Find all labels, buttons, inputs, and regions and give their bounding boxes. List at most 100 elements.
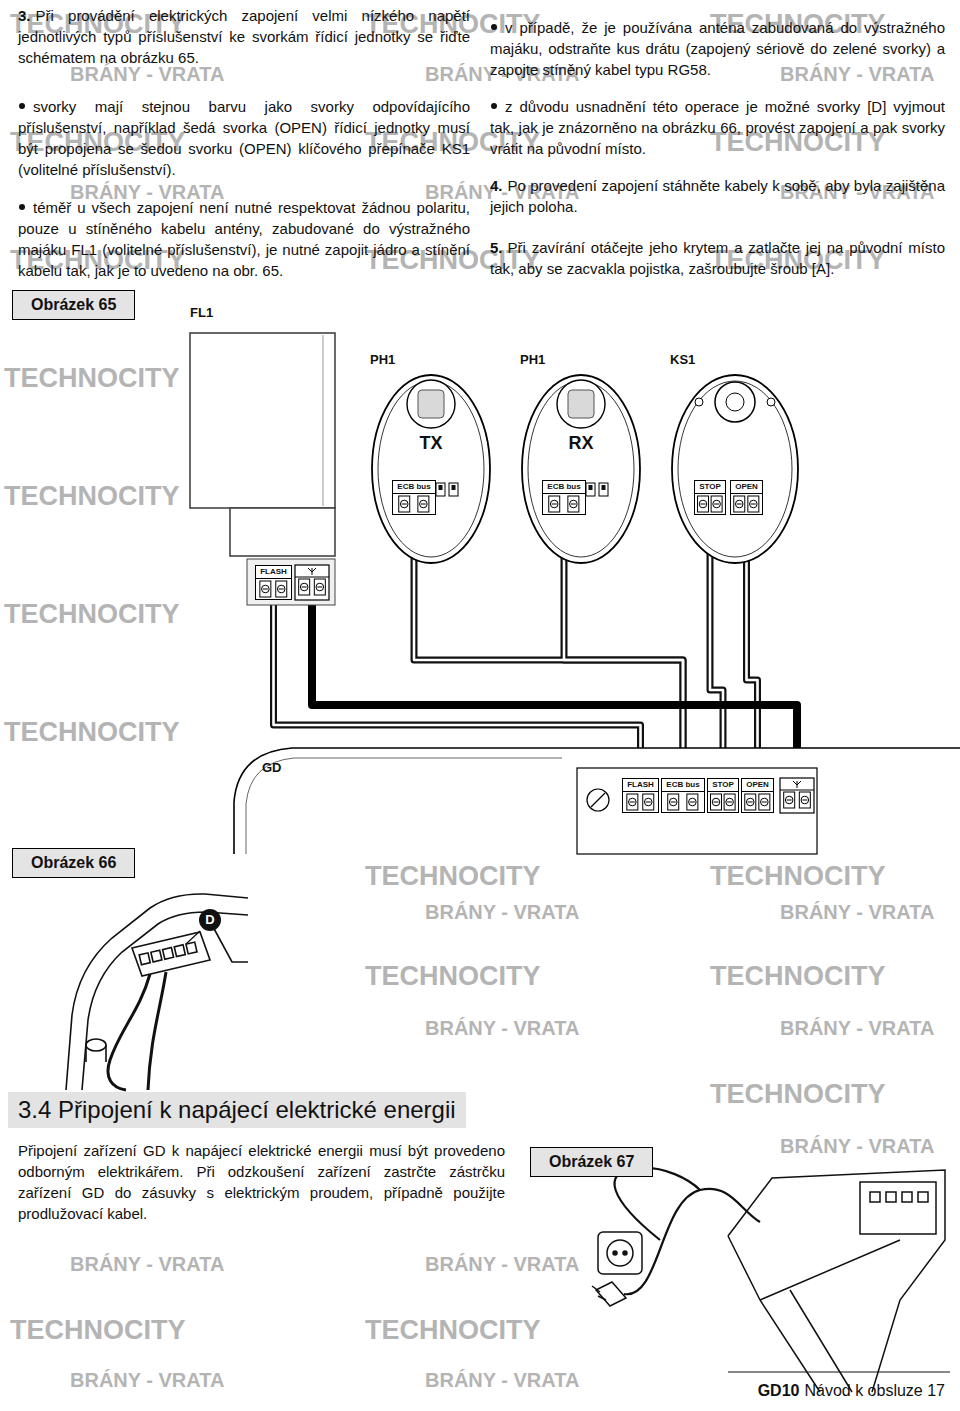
screw — [724, 794, 735, 810]
trimmer — [587, 789, 609, 811]
watermark: TECHNOCITY — [4, 480, 180, 512]
watermark: BRÁNY - VRATA — [425, 1016, 579, 1040]
cable — [148, 972, 166, 1090]
terminal-block: ECB bus — [542, 480, 586, 515]
fixing-hole — [767, 398, 775, 406]
antenna-symbol — [793, 781, 801, 785]
screw — [399, 496, 410, 512]
device-label: TX — [370, 432, 492, 454]
screw-slot — [263, 589, 268, 590]
body-text: Po provedení zapojení stáhněte kabely k … — [490, 177, 945, 215]
dip-lever — [602, 485, 606, 490]
control-unit: FLASHECB busSTOPOPENGD — [232, 742, 960, 854]
screw — [174, 945, 185, 957]
screw-head — [712, 798, 720, 806]
terminal-block: STOP — [707, 778, 739, 813]
lens — [557, 380, 605, 428]
screw-head — [801, 796, 809, 804]
screw-slot — [279, 589, 284, 590]
device-rim — [528, 381, 634, 557]
housing-edge — [323, 335, 324, 506]
screw — [687, 794, 698, 810]
screw — [668, 794, 679, 810]
screw — [568, 496, 579, 512]
fixing-hole — [695, 398, 703, 406]
device-label: GD — [262, 760, 282, 776]
footer-rule — [728, 1372, 950, 1373]
housing-inner-edge — [246, 758, 562, 854]
screw — [186, 942, 197, 954]
power-sketch — [592, 1168, 945, 1392]
watermark: BRÁNY - VRATA — [70, 1252, 224, 1276]
lens-window — [568, 390, 594, 418]
watermark: TECHNOCITY — [365, 860, 541, 892]
screw-head — [550, 500, 558, 508]
screw-slot — [748, 802, 753, 803]
screw — [784, 792, 795, 808]
screw-slot — [630, 802, 635, 803]
caption-text: Obrázek 67 — [549, 1152, 634, 1172]
screw-head — [669, 798, 677, 806]
terminal-screws — [393, 494, 435, 514]
screw-slot — [571, 504, 576, 505]
screw-slot — [402, 504, 407, 505]
terminal-screws — [708, 792, 738, 812]
screw-slot — [700, 504, 705, 505]
screw — [139, 953, 150, 965]
watermark: BRÁNY - VRATA — [780, 1016, 934, 1040]
dip-switch — [436, 483, 445, 496]
flashing-light: FLASHFL1 — [185, 303, 345, 608]
text-block: svorky mají stejnou barvu jako svorky od… — [18, 96, 470, 180]
device-outline — [185, 303, 345, 608]
text-block: téměř u všech zapojení není nutné respek… — [18, 197, 470, 281]
device-body — [372, 375, 490, 563]
watermark: BRÁNY - VRATA — [425, 900, 579, 924]
screw-slot — [671, 802, 676, 803]
bullet — [18, 101, 28, 111]
accessory-device: ECB busPH1RX — [520, 352, 642, 564]
bullet-dot — [491, 103, 497, 109]
plug — [596, 1282, 626, 1306]
dip-switch — [449, 483, 458, 496]
screw-head — [689, 798, 697, 806]
device-body — [522, 375, 640, 563]
watermark: BRÁNY - VRATA — [780, 1134, 934, 1158]
device-outline — [520, 352, 642, 564]
watermark: TECHNOCITY — [365, 960, 541, 992]
body-text: Připojení zařízení GD k napájecí elektri… — [18, 1142, 505, 1222]
text-block: Připojení zařízení GD k napájecí elektri… — [18, 1140, 505, 1224]
terminal-label: ECB bus — [543, 481, 585, 494]
screw — [260, 581, 271, 597]
terminal-label: ECB bus — [393, 481, 435, 494]
screw-slot — [727, 802, 732, 803]
antenna-symbol — [308, 568, 316, 572]
screw — [627, 794, 638, 810]
accessory-device: STOPOPENKS1 — [670, 352, 800, 564]
screw — [314, 579, 325, 595]
terminal-block: STOP — [694, 480, 726, 515]
body-text: 5. — [490, 239, 503, 256]
screw-head — [400, 500, 408, 508]
screw-head — [699, 500, 707, 508]
watermark: TECHNOCITY — [365, 1314, 541, 1346]
watermark: TECHNOCITY — [4, 598, 180, 630]
screw-slot — [421, 504, 426, 505]
unit-terminals — [870, 1192, 928, 1202]
terminal-block: ECB bus — [661, 778, 705, 813]
dip-switch — [586, 483, 595, 496]
terminal-screws — [139, 942, 197, 965]
text-block: 5.Při zavírání otáčejte jeho krytem a za… — [490, 237, 945, 279]
device-rim — [378, 381, 484, 557]
bullet-dot — [491, 24, 497, 30]
terminal-divider — [780, 790, 814, 791]
terminal-label: OPEN — [731, 481, 762, 494]
dip-lever — [452, 485, 456, 490]
device-body — [672, 375, 798, 563]
bullet-dot — [19, 204, 25, 210]
screw-head — [750, 500, 758, 508]
device-outline — [670, 352, 800, 564]
cylinder — [86, 1045, 106, 1062]
watermark: TECHNOCITY — [710, 860, 886, 892]
bullet-dot — [19, 103, 25, 109]
cover-edge — [82, 912, 248, 1090]
